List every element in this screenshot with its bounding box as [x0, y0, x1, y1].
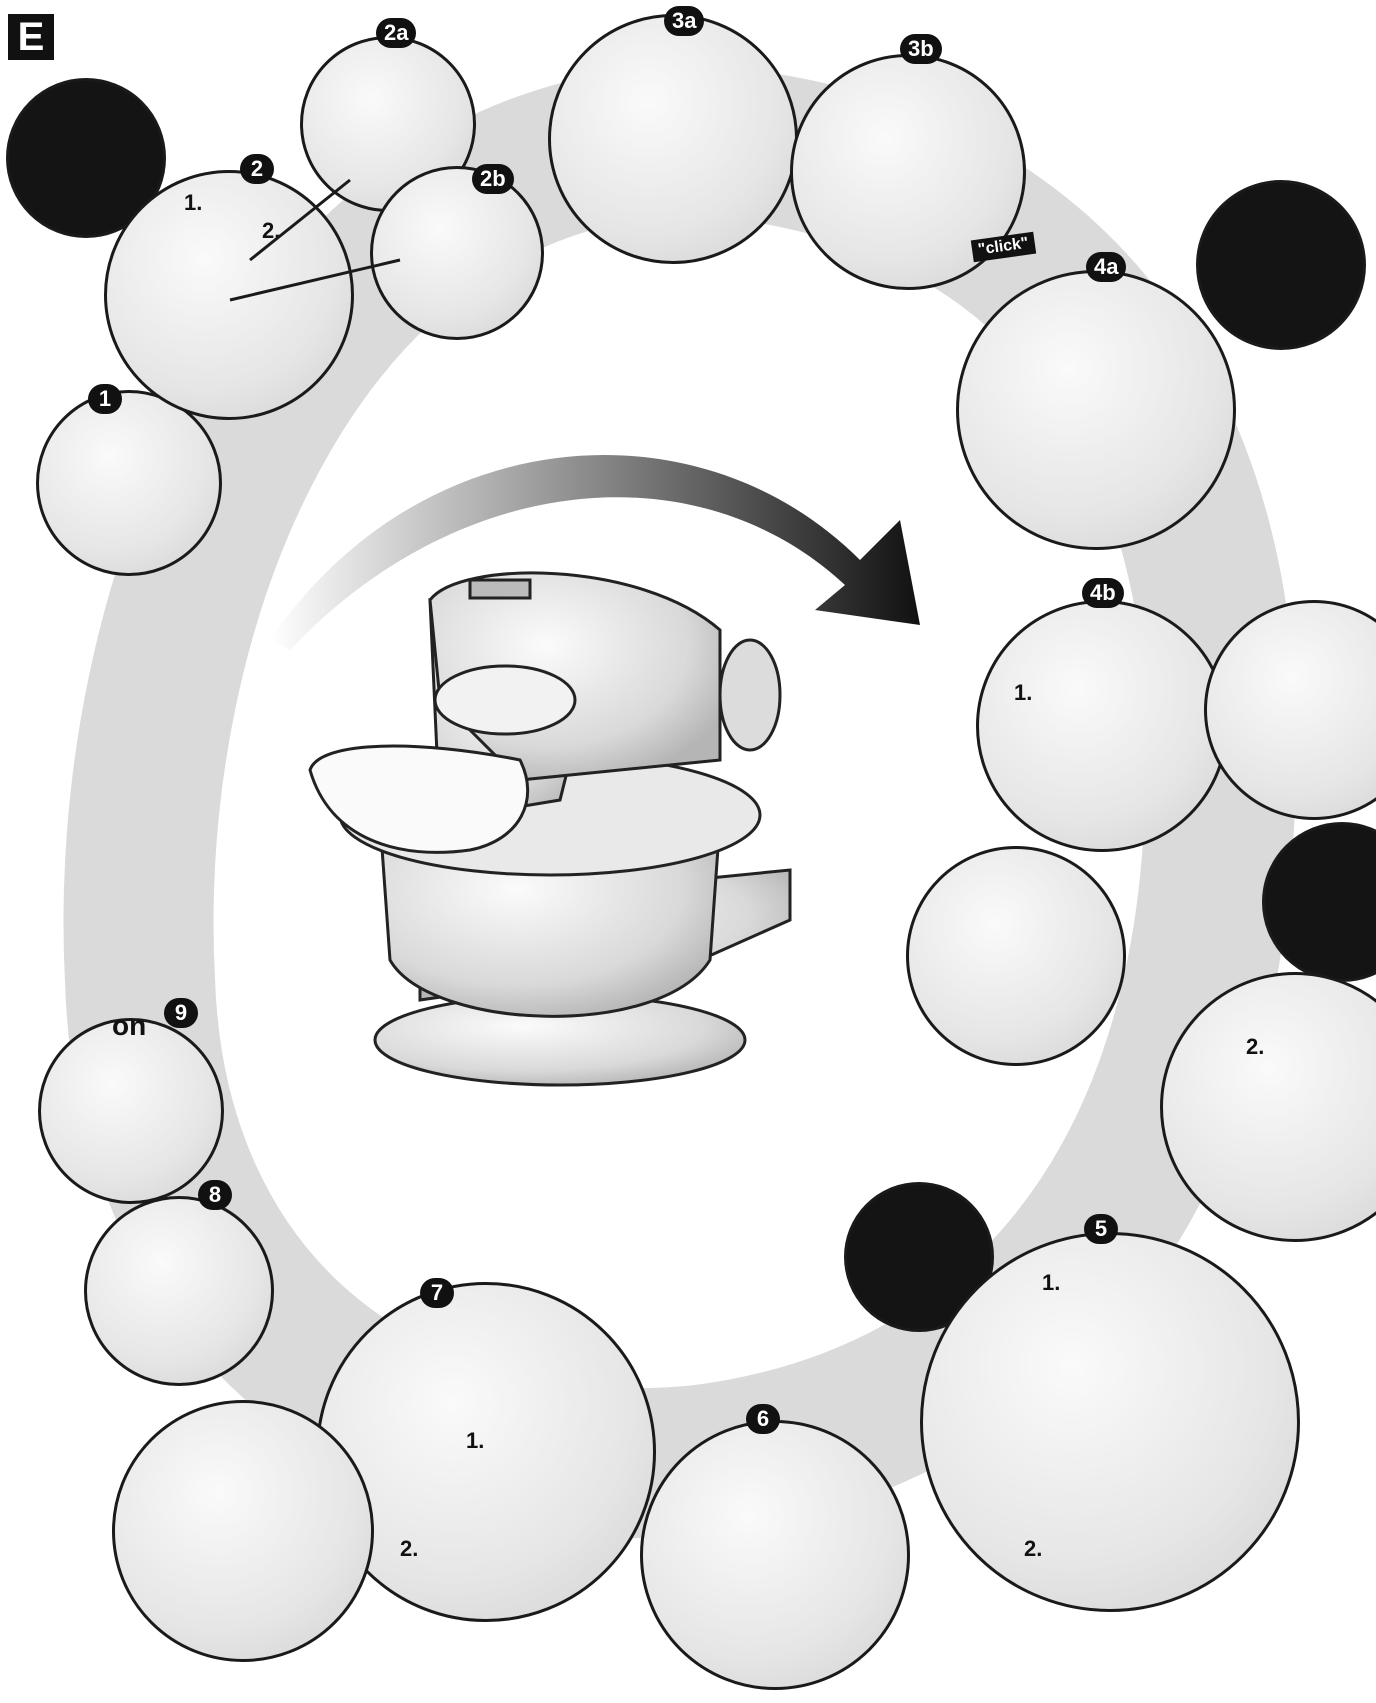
step-badge: 1 [88, 384, 122, 414]
direction-arrow [270, 455, 920, 650]
finished-bowl-panel [112, 1400, 374, 1662]
step-5-panel [920, 1232, 1300, 1612]
annotation: 1. [1042, 1270, 1061, 1295]
step-badge: 3a [664, 6, 705, 36]
annotation: 2. [1024, 1536, 1043, 1561]
step-4b-hook-panel [1160, 972, 1376, 1242]
wrong-way-panel [906, 846, 1126, 1066]
annotation: 1. [466, 1428, 485, 1453]
step-badge: 7 [420, 1278, 454, 1308]
step-9-panel [38, 1018, 224, 1204]
annotation: 1. [184, 190, 203, 215]
section-label: E [8, 14, 54, 60]
step-7-panel [316, 1282, 656, 1622]
on-label: on [112, 1010, 147, 1041]
step-badge: 4a [1086, 252, 1127, 282]
step-2b-panel [370, 166, 544, 340]
step-badge: 9 [164, 998, 198, 1028]
step-4a-panel [956, 270, 1236, 550]
step-badge: 4b [1082, 578, 1124, 608]
step-badge: 5 [1084, 1214, 1118, 1244]
step-badge: 6 [746, 1404, 780, 1434]
step-2-panel [104, 170, 354, 420]
annotation: 2. [262, 218, 281, 243]
step-badge: 3b [900, 34, 942, 64]
step-6-panel [640, 1420, 910, 1690]
step-3a-panel [548, 14, 798, 264]
step-1-panel [36, 390, 222, 576]
step-badge: 2a [376, 18, 417, 48]
stand-mixer [308, 571, 792, 1087]
annotation: 2. [400, 1536, 419, 1561]
step-badge: 8 [198, 1180, 232, 1210]
annotation: 1. [1014, 680, 1033, 705]
annotation: 2. [1246, 1034, 1265, 1059]
attachment-choice-icon [1196, 180, 1366, 350]
step-badge: 2b [472, 164, 514, 194]
step-4b-panel [976, 600, 1228, 852]
step-badge: 2 [240, 154, 274, 184]
step-8-panel [84, 1196, 274, 1386]
